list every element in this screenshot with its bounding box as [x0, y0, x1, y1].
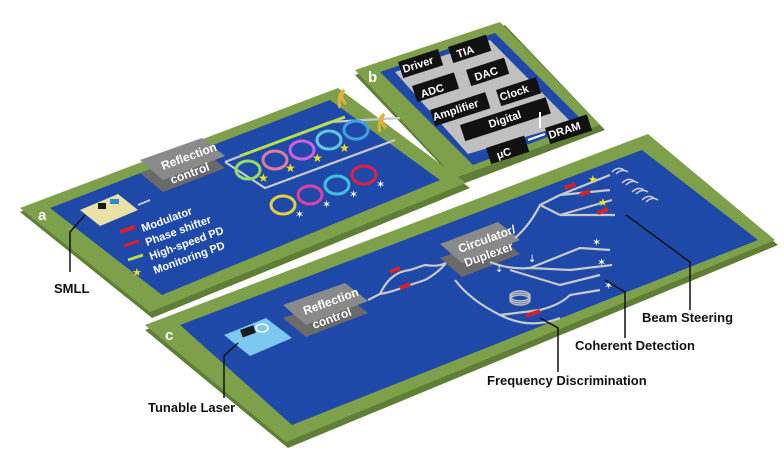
waveguide — [379, 257, 451, 296]
svg-text:★: ★ — [285, 161, 296, 175]
svg-text:✶: ✶ — [592, 236, 601, 249]
svg-text:↓: ↓ — [495, 264, 503, 275]
pd-markers-white: ✶ ✶ ✶ ✶ — [295, 178, 385, 221]
chip-uc: μC — [486, 135, 530, 165]
phase-shifter-mark — [564, 182, 576, 190]
svg-text:✶: ✶ — [322, 198, 331, 211]
panel-c: c Reflection control Circulator/ Duplexe… — [145, 134, 778, 448]
svg-text:★: ★ — [132, 266, 142, 279]
antenna-icon — [337, 88, 348, 109]
monitoring-pd-markers: ★ ★ ★ ★ — [258, 141, 350, 185]
phase-shifter-mark — [525, 309, 541, 318]
beam-steering-pd-markers: ★ ★ — [588, 173, 608, 209]
svg-text:✶: ✶ — [597, 256, 606, 269]
delay-coil — [509, 290, 531, 306]
panel-c-letter: c — [165, 327, 173, 344]
smll-device — [80, 194, 151, 226]
phase-shifter-mark — [579, 189, 591, 197]
bus-arrow — [527, 133, 546, 141]
beam-steering-label: Beam Steering — [642, 310, 733, 325]
panel-a-letter: a — [38, 207, 47, 224]
svg-text:★: ★ — [339, 141, 350, 155]
panel-b-letter: b — [368, 69, 377, 86]
panel-b: b Driver TIA ADC DAC Amplifier Clock D — [355, 22, 605, 185]
waveguide — [499, 314, 561, 325]
svg-text:TIA: TIA — [455, 44, 476, 61]
coherent-leader — [604, 279, 626, 338]
svg-text:★: ★ — [312, 151, 323, 165]
antenna-icon — [377, 112, 388, 133]
waveguide — [509, 268, 601, 287]
svg-text:✶: ✶ — [376, 178, 385, 191]
smll-label: SMLL — [54, 281, 89, 296]
svg-text:✶: ✶ — [349, 188, 358, 201]
frequency-discrimination-waveguides — [454, 279, 601, 317]
phase-shifter-mark — [597, 207, 609, 215]
chip-tia: TIA — [448, 34, 492, 64]
panel-a: a Reflection control — [20, 88, 470, 318]
waveguide — [224, 138, 396, 190]
modulator-mark — [389, 266, 401, 274]
grating-antennas — [611, 167, 659, 203]
beam-steering-leader — [625, 214, 691, 310]
svg-text:✶: ✶ — [604, 279, 613, 292]
frequency-discrimination-label: Frequency Discrimination — [487, 373, 647, 388]
svg-text:★: ★ — [258, 171, 269, 185]
chip-clock: Clock — [496, 77, 542, 107]
modulator-mark — [399, 282, 411, 290]
tunable-laser-leader — [223, 342, 239, 398]
svg-text:μC: μC — [495, 146, 513, 162]
frequency-leader — [539, 317, 559, 372]
coherent-detection-waveguides — [489, 246, 613, 272]
svg-text:★: ★ — [598, 196, 608, 209]
ring-row-bottom — [269, 164, 378, 216]
ring-row-top — [234, 119, 370, 181]
high-speed-pd-line — [239, 115, 346, 158]
tunable-laser-label: Tunable Laser — [148, 400, 235, 415]
smll-leader-line — [69, 214, 86, 272]
coherent-detection-label: Coherent Detection — [575, 338, 695, 353]
coherent-pd-markers: ✶ ✶ ✶ ↓ ↓ — [495, 236, 613, 292]
tunable-laser-device — [224, 318, 292, 356]
chip-dram: DRAM — [545, 114, 593, 145]
svg-text:★: ★ — [588, 173, 598, 186]
svg-text:↓: ↓ — [528, 254, 536, 265]
svg-text:✶: ✶ — [295, 208, 304, 221]
